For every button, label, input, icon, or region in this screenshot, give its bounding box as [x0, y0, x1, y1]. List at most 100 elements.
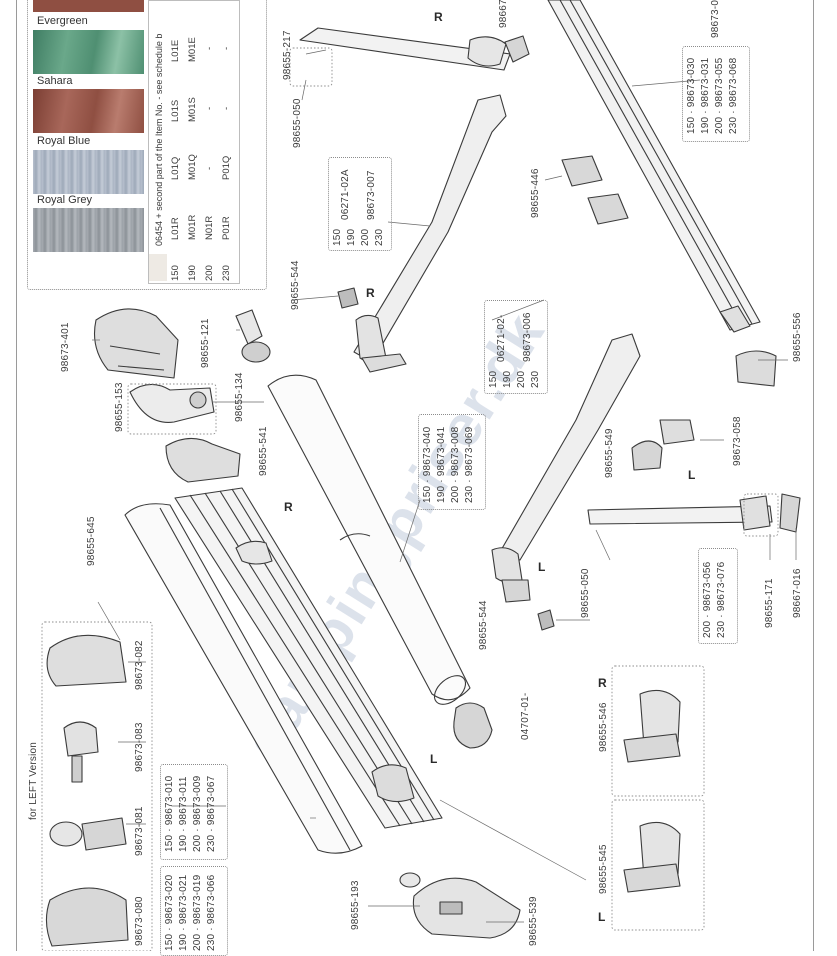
part-label-98673-0-top: 98673-0 [710, 0, 721, 38]
size-table-4 [418, 414, 486, 510]
part-label-98673-082: 98673-082 [134, 640, 145, 690]
part-label-98655-546: 98655-546 [598, 702, 609, 752]
hinge-058 [631, 419, 695, 471]
size-table-3-cell: 190 · 98673-031 [700, 57, 711, 134]
part-label-98673-081: 98673-081 [134, 806, 145, 856]
size-table-4-cell: 230 · 98673-069 [464, 426, 475, 503]
swatch-top [33, 0, 144, 12]
size-table-3-cell: 230 · 98673-068 [728, 57, 739, 134]
swatch-name-sahara: Sahara [37, 75, 73, 87]
canopy-cover [124, 503, 363, 854]
part-label-98655-217: 98655-217 [282, 30, 293, 80]
front-profile-bar [174, 487, 443, 829]
end-cap-left-top [93, 308, 179, 379]
size-table-2-cell: 98673-006 [522, 312, 533, 362]
fabric-legend-panel [27, 0, 267, 290]
arm-left-lower [587, 493, 801, 533]
side-letter-r: R [366, 286, 375, 300]
end-cap-541 [165, 437, 241, 483]
roller-tube [267, 374, 471, 705]
size-table-1-cell: 98673-007 [366, 170, 377, 220]
size-table-2-cell: 190 [502, 370, 513, 388]
bracket-446b [587, 193, 629, 225]
size-table-7-cell: 200 · 98673-056 [702, 561, 713, 638]
swatch-name-royal-grey: Royal Grey [37, 194, 93, 206]
bracket-446a [561, 155, 603, 187]
size-table-4-cell: 190 · 98673-041 [436, 426, 447, 503]
size-table-1-cell: 230 [374, 228, 385, 246]
page-frame [16, 0, 814, 951]
part-label-98655-050-top: 98655-050 [292, 98, 303, 148]
item-number-table [148, 0, 240, 284]
part-label-98655-645: 98655-645 [86, 516, 97, 566]
size-table-2-cell: 200 [516, 370, 527, 388]
size-table-1-cell: 150 [332, 228, 343, 246]
left-version-part-080 [45, 887, 129, 947]
back-rail [547, 0, 761, 333]
part-label-98655-544-bottom: 98655-544 [478, 600, 489, 650]
side-letter-l: L [538, 560, 546, 574]
part-label-98655-556: 98655-556 [792, 312, 803, 362]
left-version-part-081 [49, 817, 127, 851]
table-size-band [149, 254, 167, 281]
size-table-5 [160, 764, 228, 860]
side-letter-l: L [598, 910, 606, 924]
size-table-3-cell: 150 · 98673-030 [686, 57, 697, 134]
size-table-6-cell: 200 · 98673-019 [192, 874, 203, 951]
size-table-1-cell: 06271-02A [340, 169, 351, 220]
size-table-4-cell: 150 · 98673-040 [422, 426, 433, 503]
size-table-7 [698, 548, 738, 644]
fixing-bracket-545 [623, 821, 681, 893]
size-table-5-cell: 190 · 98673-011 [178, 776, 189, 852]
spring-housing-121 [235, 309, 271, 363]
size-table-2-cell: 230 [530, 370, 541, 388]
size-table-2-cell: 06271-02- [496, 314, 507, 362]
size-table-7-cell: 230 · 98673-076 [716, 561, 727, 638]
bracket-153 [129, 383, 215, 423]
part-label-98667-top: 98667- [498, 0, 509, 28]
size-table-3 [682, 46, 750, 142]
end-cap-539 [412, 877, 521, 939]
swatch-name-royal-blue: Royal Blue [37, 135, 91, 147]
size-table-6-cell: 150 · 98673-020 [164, 874, 175, 951]
arm-right-upper [299, 27, 530, 71]
size-table-3-cell: 200 · 98673-055 [714, 57, 725, 134]
spring-544-upper [337, 287, 359, 309]
motor-end-04707 [453, 702, 493, 749]
size-table-6-cell: 230 · 98673-066 [206, 874, 217, 951]
part-label-98673-083: 98673-083 [134, 722, 145, 772]
part-label-98655-549: 98655-549 [604, 428, 615, 478]
size-table-2-cell: 150 [488, 370, 499, 388]
swatch-name-evergreen: Evergreen [37, 15, 88, 27]
size-table-5-cell: 200 · 98673-009 [192, 775, 203, 852]
part-label-98655-446: 98655-446 [530, 168, 541, 218]
part-label-04707: 04707-01- [520, 692, 531, 740]
part-label-98655-153: 98655-153 [114, 382, 125, 432]
side-letter-l: L [688, 468, 696, 482]
side-letter-r: R [598, 676, 607, 690]
cap-193 [399, 872, 421, 888]
size-table-6-cell: 190 · 98673-021 [178, 874, 189, 951]
swatch-sahara [33, 89, 144, 133]
swatch-evergreen [33, 30, 144, 74]
part-label-98655-171: 98655-171 [764, 578, 775, 628]
side-letter-r: R [434, 10, 443, 24]
fixing-bracket-546 [623, 689, 681, 763]
part-label-98655-121: 98655-121 [200, 318, 211, 368]
swatch-royal-grey [33, 208, 144, 252]
part-label-98655-134: 98655-134 [234, 372, 245, 422]
part-label-98655-539: 98655-539 [528, 896, 539, 946]
size-table-1 [328, 157, 392, 251]
part-label-98655-541: 98655-541 [258, 426, 269, 476]
part-label-98667-016: 98667-016 [792, 568, 803, 618]
size-table-4-cell: 200 · 98673-008 [450, 426, 461, 503]
size-table-2 [484, 300, 548, 394]
foot-556 [735, 350, 777, 387]
part-label-98673-401: 98673-401 [60, 322, 71, 372]
spring-544-lower [537, 609, 555, 631]
part-label-98655-193: 98655-193 [350, 880, 361, 930]
arm-right-long [353, 94, 507, 373]
part-label-98655-545: 98655-545 [598, 844, 609, 894]
